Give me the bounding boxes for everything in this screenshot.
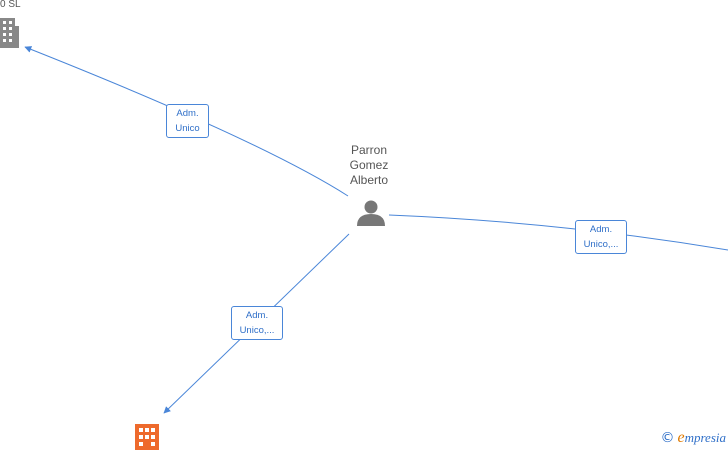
watermark-logo-text: mpresia xyxy=(684,430,726,445)
person-name-line: Alberto xyxy=(349,173,389,187)
top-company-label[interactable]: 0 SL xyxy=(0,0,21,10)
edge-label-line: Adm. xyxy=(245,310,269,321)
person-icon[interactable] xyxy=(357,200,385,227)
edge-to-top-company xyxy=(24,46,349,197)
edge-label-top[interactable]: Adm. Unico xyxy=(166,104,209,138)
building-icon[interactable] xyxy=(135,424,159,450)
edge-label-bottom[interactable]: Adm. Unico,... xyxy=(231,306,283,340)
person-name-label[interactable]: Parron Gomez Alberto xyxy=(334,143,404,188)
empresia-watermark: ©empresia xyxy=(660,429,726,447)
copyright-symbol: © xyxy=(660,430,675,446)
building-icon[interactable] xyxy=(0,18,19,48)
edge-label-line: Unico xyxy=(175,123,200,134)
edge-to-right xyxy=(388,214,728,251)
edge-label-line: Adm. xyxy=(589,224,613,235)
edge-label-line: Adm. xyxy=(176,108,199,119)
edge-label-line: Unico,... xyxy=(239,325,275,336)
person-name-line: Gomez xyxy=(349,158,389,172)
edge-label-right[interactable]: Adm. Unico,... xyxy=(575,220,627,254)
watermark-logo-initial: e xyxy=(677,429,685,446)
edge-label-line: Unico,... xyxy=(583,239,619,250)
person-name-line: Parron xyxy=(350,143,388,157)
